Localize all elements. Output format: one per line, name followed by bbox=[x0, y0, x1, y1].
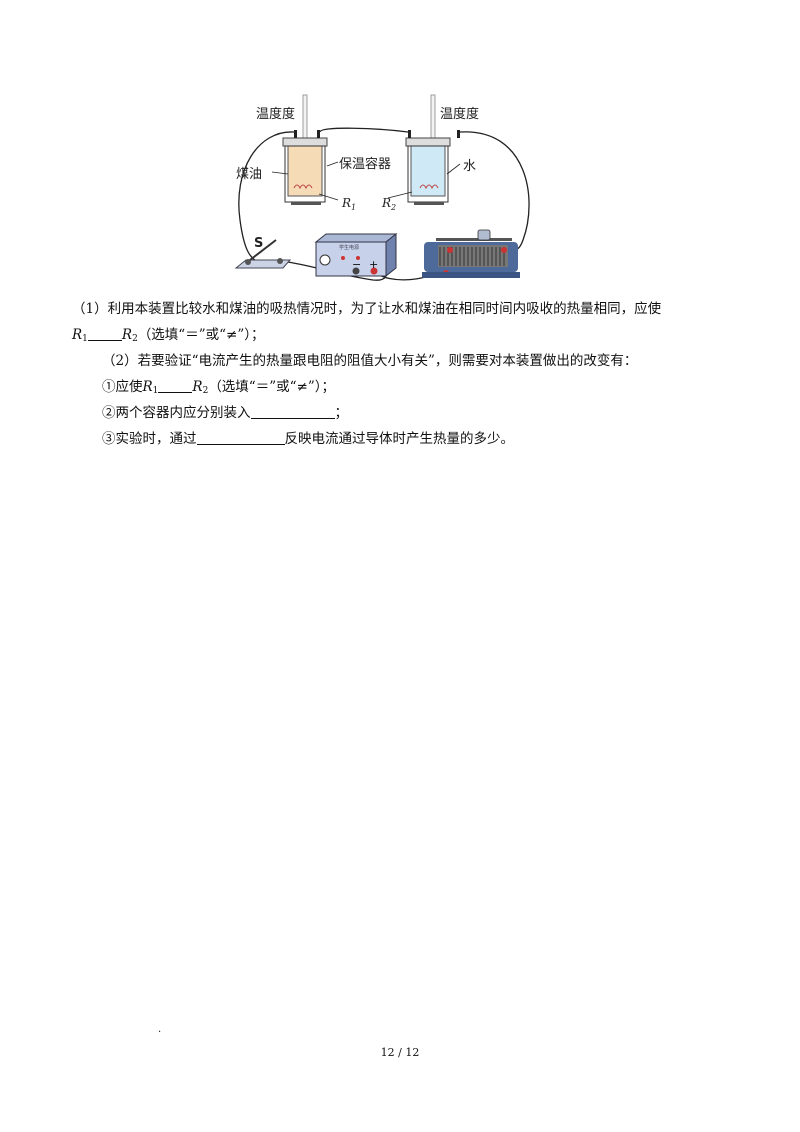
q1-answer-blank[interactable] bbox=[87, 327, 122, 341]
water-label: 水 bbox=[463, 159, 476, 174]
q1-r1: R bbox=[72, 327, 83, 343]
q1-r2: R bbox=[121, 327, 133, 343]
footer-dot: . bbox=[158, 1024, 162, 1035]
q2c-answer-blank[interactable] bbox=[196, 431, 285, 445]
q2b-answer-blank[interactable] bbox=[250, 405, 335, 419]
power-minus: − bbox=[352, 258, 361, 271]
question-2-intro: （2）若要验证“电流产生的热量跟电阻的阻值大小有关”，则需要对本装置做出的改变有… bbox=[102, 353, 638, 369]
question-2b: ②两个容器内应分别装入 ； bbox=[102, 404, 348, 422]
q2a-suffix: （选填“＝”或“≠”）； bbox=[208, 379, 335, 395]
q2a-r1-sub: 1 bbox=[152, 386, 159, 396]
power-supply bbox=[314, 232, 398, 278]
svg-text:R2: R2 bbox=[381, 196, 396, 212]
q2c-suffix: 反映电流通过导体时产生热量的多少。 bbox=[284, 431, 515, 447]
q1-r1-sub: 1 bbox=[82, 334, 88, 344]
r1-label: R bbox=[341, 196, 351, 210]
switch bbox=[234, 239, 292, 269]
rheostat bbox=[422, 229, 520, 278]
container-label: 保温容器 bbox=[339, 156, 391, 172]
switch-label: S bbox=[254, 236, 263, 251]
label-pointers bbox=[271, 161, 461, 201]
power-supply-label: 学生电源 bbox=[339, 244, 359, 251]
power-plus: + bbox=[369, 258, 378, 271]
kerosene-label: 煤油 bbox=[236, 167, 262, 182]
svg-text:R1: R1 bbox=[341, 196, 356, 212]
experiment-diagram: 温度度 温度度 煤油 保温容器 水 R1 R2 S 学生电源 − + bbox=[234, 94, 530, 281]
q2a-r2: R bbox=[192, 379, 203, 395]
q2a-r2-sub: 2 bbox=[202, 386, 209, 396]
container-right bbox=[405, 130, 460, 205]
r1-subscript: 1 bbox=[351, 203, 356, 212]
r2-subscript: 2 bbox=[390, 203, 396, 212]
q2b-suffix: ； bbox=[334, 405, 349, 421]
q1-suffix: （选填“＝”或“≠”）； bbox=[137, 327, 265, 343]
q2a-answer-blank[interactable] bbox=[158, 379, 193, 393]
q2a-r1: R bbox=[142, 379, 153, 395]
q1-r2-sub: 2 bbox=[132, 334, 138, 344]
q2a-prefix: ①应使 bbox=[102, 379, 143, 395]
r2-label: R bbox=[381, 196, 391, 210]
page-number: 12 / 12 bbox=[380, 1046, 420, 1059]
q2b-prefix: ②两个容器内应分别装入 bbox=[102, 405, 251, 421]
q2c-prefix: ③实验时，通过 bbox=[102, 431, 197, 447]
thermometer-right-label: 温度度 bbox=[440, 106, 479, 122]
thermometer-left-label: 温度度 bbox=[256, 106, 295, 122]
container-left bbox=[282, 130, 328, 205]
question-1-line-1: （1）利用本装置比较水和煤油的吸热情况时，为了让水和煤油在相同时间内吸收的热量相… bbox=[72, 301, 662, 317]
question-2c: ③实验时，通过 反映电流通过导体时产生热量的多少。 bbox=[102, 430, 514, 448]
